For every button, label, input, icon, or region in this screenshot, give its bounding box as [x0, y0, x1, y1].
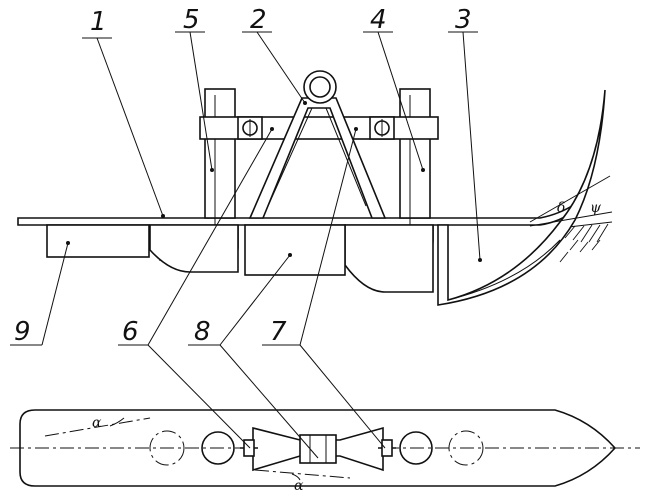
alpha-top-mark	[44, 417, 151, 437]
angle-delta-label: δ	[557, 200, 565, 216]
left-skid	[149, 224, 239, 273]
angle-alpha-top-label: α	[92, 415, 102, 431]
clamp-bar	[199, 116, 439, 140]
a-frame-bracket	[248, 97, 387, 219]
callout-8: 8	[194, 317, 211, 347]
callout-5: 5	[183, 5, 200, 35]
plan-clamp-assembly	[240, 426, 396, 472]
callout-6: 6	[122, 317, 139, 347]
right-bolt	[369, 116, 395, 140]
leader-lines	[10, 31, 482, 459]
callout-4: 4	[370, 5, 387, 35]
left-bolt	[237, 116, 263, 140]
left-body-block	[46, 224, 150, 258]
share-blade	[437, 89, 613, 306]
angle-alpha-bottom-label: α	[294, 478, 304, 494]
callout-1: 1	[90, 7, 107, 37]
plan-circles	[149, 430, 484, 466]
callout-2: 2	[250, 5, 267, 35]
right-skid	[344, 224, 434, 293]
hitch-ring	[303, 70, 337, 104]
frame-plate	[17, 202, 576, 226]
angle-psi-label: ψ	[590, 200, 602, 216]
alpha-bottom-mark	[254, 469, 351, 481]
callout-7: 7	[270, 317, 287, 347]
callout-3: 3	[455, 5, 472, 35]
soil-hatching	[559, 221, 613, 263]
callout-9: 9	[14, 317, 31, 347]
central-block	[244, 224, 346, 276]
